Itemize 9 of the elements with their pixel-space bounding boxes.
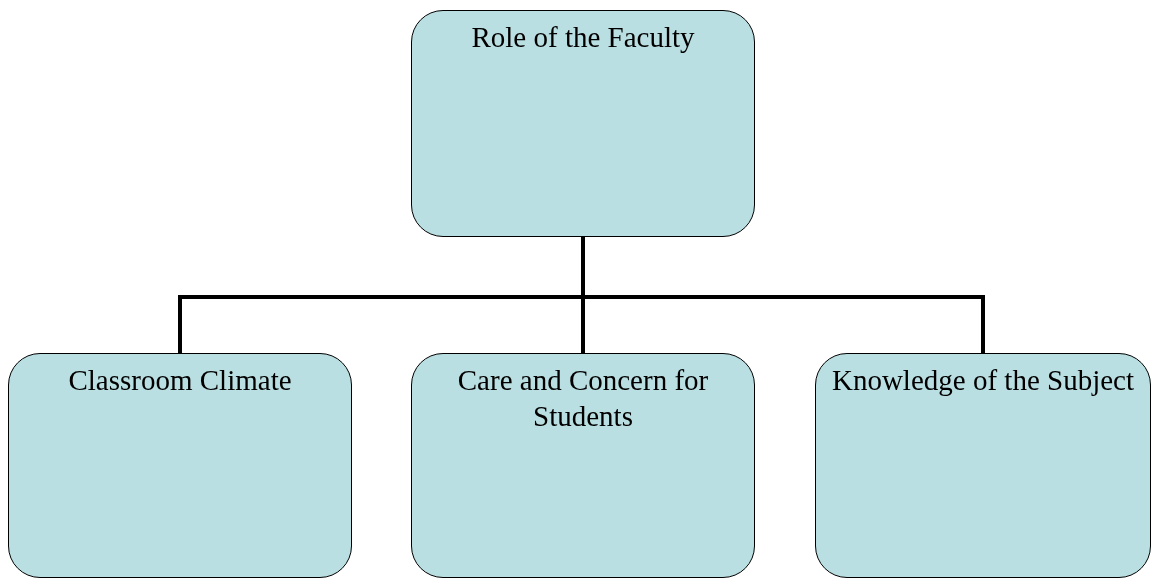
rounded-box [411, 353, 755, 578]
box-label: Classroom Climate [68, 363, 292, 398]
rounded-box [8, 353, 352, 578]
box-label: Care and Concern for Students [456, 363, 710, 434]
box-label: Role of the Faculty [471, 20, 695, 55]
connector-line [581, 237, 985, 353]
rounded-box [411, 10, 755, 237]
rounded-box [815, 353, 1151, 578]
box-label: Knowledge of the Subject [832, 363, 1134, 398]
